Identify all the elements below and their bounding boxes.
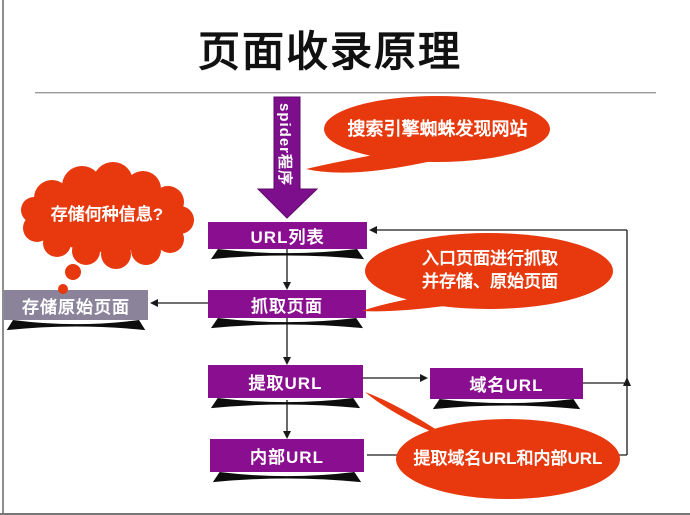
spider-arrow-label: spider程序	[275, 102, 293, 186]
title-divider-line	[35, 92, 656, 94]
callout-spider-discover-text: 搜索引擎蜘蛛发现网站	[347, 118, 528, 139]
thought-cloud-text: 存储何种信息?	[50, 204, 164, 224]
flow-box-url-list: URL列表	[208, 222, 367, 261]
callout-entry-crawl-line1: 入口页面进行抓取	[422, 249, 558, 269]
flow-box-crawl-page: 抓取页面	[208, 290, 366, 330]
flow-box-internal-url: 内部URL	[210, 439, 364, 484]
spider-arrow-label-wrap: spider程序	[270, 98, 300, 190]
flow-box-domain-url-label: 域名URL	[469, 376, 544, 395]
wave-shadow	[6, 320, 146, 331]
flow-box-domain-url: 域名URL	[430, 368, 583, 411]
slide-title: 页面收录原理	[197, 30, 462, 76]
flow-box-extract-url: 提取URL	[208, 365, 363, 410]
slide-bottom-border	[0, 513, 690, 515]
flow-box-crawl-page-label: 抓取页面	[251, 296, 323, 316]
slide-left-border	[2, 0, 4, 515]
flow-box-internal-url-label: 内部URL	[250, 448, 324, 467]
wave-shadow	[212, 472, 362, 483]
arrowhead-up-trunk	[623, 377, 631, 386]
wave-shadow	[210, 398, 361, 409]
arrowhead-down-internal	[283, 431, 291, 439]
arrowhead-down-crawl	[283, 282, 291, 290]
wave-shadow	[210, 249, 365, 260]
flow-box-url-list-label: URL列表	[250, 228, 325, 247]
callout-entry-crawl-line2: 并存储、原始页面	[422, 272, 558, 291]
arrowhead-down-extract	[283, 357, 291, 365]
arrowhead-left-urllist	[369, 226, 377, 234]
flow-box-extract-url-label: 提取URL	[248, 374, 323, 393]
wave-shadow	[432, 399, 581, 410]
arrowhead-left-store	[150, 299, 158, 307]
callout-extract-oval-text: 提取域名URL和内部URL	[413, 448, 603, 468]
arrowhead-right-domain	[420, 374, 428, 382]
flow-box-store-original-label: 存储原始页面	[22, 297, 130, 317]
callout-entry-crawl-text: 入口页面进行抓取 并存储、原始页面	[380, 246, 600, 296]
flow-box-store-original: 存储原始页面	[4, 290, 148, 332]
wave-shadow	[210, 318, 364, 329]
